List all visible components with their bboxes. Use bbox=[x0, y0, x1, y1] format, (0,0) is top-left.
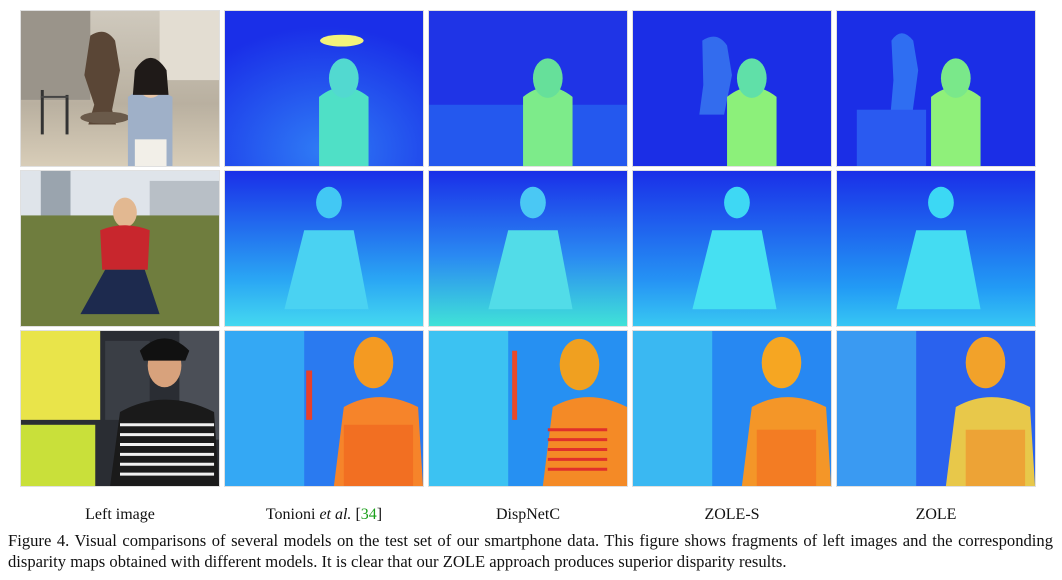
col-label-zole-s: ZOLE-S bbox=[704, 506, 760, 523]
column-labels: Left image Tonioni et al. [34] DispNetC … bbox=[20, 506, 1040, 530]
row3-zole-s-disparity bbox=[632, 330, 832, 487]
figure-caption: Figure 4. Visual comparisons of several … bbox=[8, 531, 1053, 571]
row3-left-image bbox=[20, 330, 220, 487]
col-label-tonioni-etal: et al. bbox=[319, 506, 352, 523]
col-label-tonioni: Tonioni et al. [34] bbox=[224, 506, 424, 524]
row1-tonioni-disparity bbox=[224, 10, 424, 167]
row2-zole-s-disparity bbox=[632, 170, 832, 327]
row3-tonioni-disparity bbox=[224, 330, 424, 487]
col-label-tonioni-name: Tonioni bbox=[265, 506, 320, 523]
row2-zole-disparity bbox=[836, 170, 1036, 327]
row3-dispnetc-disparity bbox=[428, 330, 628, 487]
row1-zole-disparity bbox=[836, 10, 1036, 167]
row2-dispnetc-disparity bbox=[428, 170, 628, 327]
comparison-grid bbox=[20, 10, 1040, 487]
col-label-left-image: Left image bbox=[85, 506, 155, 523]
col-label-zole: ZOLE bbox=[915, 506, 957, 523]
row1-dispnetc-disparity bbox=[428, 10, 628, 167]
citation-link[interactable]: 34 bbox=[360, 506, 377, 523]
col-label-dispnetc: DispNetC bbox=[496, 506, 560, 523]
col-label-tonioni-bracket-close: ] bbox=[376, 506, 383, 523]
row3-zole-disparity bbox=[836, 330, 1036, 487]
col-label-tonioni-bracket-open: [ bbox=[351, 506, 361, 523]
figure-4: Left image Tonioni et al. [34] DispNetC … bbox=[20, 10, 1040, 523]
row1-zole-s-disparity bbox=[632, 10, 832, 167]
row2-left-image bbox=[20, 170, 220, 327]
row2-tonioni-disparity bbox=[224, 170, 424, 327]
row1-left-image bbox=[20, 10, 220, 167]
